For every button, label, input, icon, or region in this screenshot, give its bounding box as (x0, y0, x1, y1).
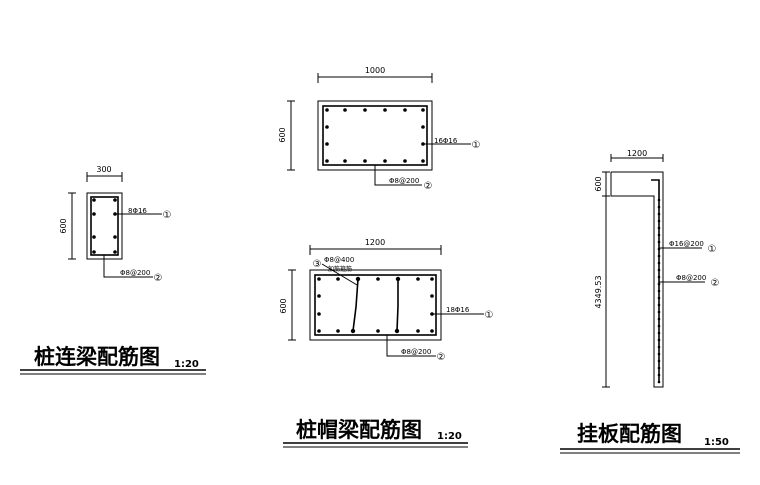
hanging-plate-title: 挂板配筋图 (577, 421, 682, 446)
bar-dot (657, 338, 661, 342)
cap-beam-bottom-mark-1: ① (485, 310, 494, 321)
cap-beam-top-stirrup-label: Φ8@200 (389, 177, 419, 185)
hanging-plate-outline (610, 171, 664, 388)
bar-dot (657, 345, 661, 349)
bar-dot (657, 233, 661, 237)
bar-dot (657, 373, 661, 377)
hanging-plate-top-dim: 600 (594, 176, 603, 191)
hanging-plate-section: 1200 600 4349.53 Φ16@200 ① Φ8@200 ② 挂板配筋… (560, 149, 740, 454)
cap-beam-tie-bar (352, 278, 359, 332)
bar-dot (657, 296, 661, 300)
cap-beam-top-mark-2: ② (424, 181, 433, 192)
bar-dot (657, 282, 661, 286)
hanging-plate-mark-1: ① (708, 244, 717, 255)
bar-dot (657, 275, 661, 279)
cap-beam-top-section: 1000 600 16Φ16 ① Φ8@200 ② (278, 66, 480, 192)
cap-beam-bottom-stirrup (314, 274, 437, 336)
cap-beam-bottom-stirrup-label: Φ8@200 (401, 348, 431, 356)
bar-dot (657, 331, 661, 335)
cap-beam-bottom-outline (309, 269, 442, 341)
cap-beam-top-stirrup (322, 105, 428, 166)
cap-beam-tie-bar (396, 279, 399, 332)
bar-dot (657, 303, 661, 307)
hanging-plate-main-bar-line (651, 179, 660, 383)
hanging-plate-width-dim: 1200 (627, 149, 647, 158)
pile-beam-main-bar: 8Φ16 (128, 207, 147, 215)
bar-dot (657, 289, 661, 293)
bar-dot (657, 261, 661, 265)
bar-dot (657, 352, 661, 356)
bar-dot (657, 212, 661, 216)
pile-beam-stirrup-label: Φ8@200 (120, 269, 150, 277)
bar-dot (657, 310, 661, 314)
cap-beam-bottom-section: 1200 600 ③ Φ8@400 加筋箍筋 18Φ16 ① (279, 238, 494, 448)
bar-dot (657, 324, 661, 328)
cap-beam-mark-3: ③ (313, 259, 322, 270)
cap-beam-title: 桩帽梁配筋图 (296, 417, 422, 442)
leader-line (103, 255, 153, 278)
cap-beam-bottom-height-dim: 600 (279, 298, 288, 313)
bar-dot (657, 219, 661, 223)
bar-dot (657, 254, 661, 258)
cap-beam-bottom-main-bar: 18Φ16 (446, 306, 470, 314)
pile-beam-mark-2: ② (154, 273, 163, 284)
pile-beam-height-dim: 600 (59, 218, 68, 233)
leader-line (374, 165, 422, 186)
bar-dot (657, 380, 661, 384)
pile-beam-stirrup (90, 196, 119, 256)
pile-beam-outline (86, 192, 123, 260)
cap-beam-top-main-bar: 16Φ16 (434, 137, 458, 145)
cap-beam-scale: 1:20 (437, 431, 462, 442)
hanging-plate-bar-dots (657, 198, 661, 384)
hanging-plate-height-dim: 4349.53 (594, 275, 603, 308)
cap-beam-top-outline (317, 100, 433, 171)
cap-beam-bottom-mark-2: ② (437, 352, 446, 363)
bar-dot (657, 366, 661, 370)
hanging-plate-stirrup-label: Φ8@200 (676, 274, 706, 282)
hanging-plate-mark-2: ② (711, 278, 720, 289)
pile-beam-title: 桩连梁配筋图 (34, 344, 160, 369)
leader-line (321, 263, 358, 286)
hanging-plate-main-bar: Φ16@200 (669, 240, 704, 248)
bar-dot (657, 317, 661, 321)
pile-beam-width-dim: 300 (96, 165, 111, 174)
pile-beam-section: 300 600 8Φ16 ① Φ8@200 ② 桩连梁配筋图 1:20 (20, 165, 206, 375)
cap-beam-top-mark-1: ① (472, 140, 481, 151)
bar-dot (657, 205, 661, 209)
bar-dot (657, 240, 661, 244)
cap-beam-top-height-dim: 600 (278, 127, 287, 142)
cap-beam-tie-note: 加筋箍筋 (328, 265, 352, 273)
pile-beam-mark-1: ① (163, 210, 172, 221)
cap-beam-bottom-width-dim: 1200 (365, 238, 385, 247)
hanging-plate-scale: 1:50 (704, 437, 729, 448)
bar-dot (657, 268, 661, 272)
cap-beam-tie-label: Φ8@400 (324, 256, 354, 264)
cap-beam-top-width-dim: 1000 (365, 66, 385, 75)
bar-dot (657, 226, 661, 230)
bar-dot (657, 359, 661, 363)
bar-dot (657, 198, 661, 202)
leader-line (386, 335, 436, 357)
pile-beam-scale: 1:20 (174, 359, 199, 370)
